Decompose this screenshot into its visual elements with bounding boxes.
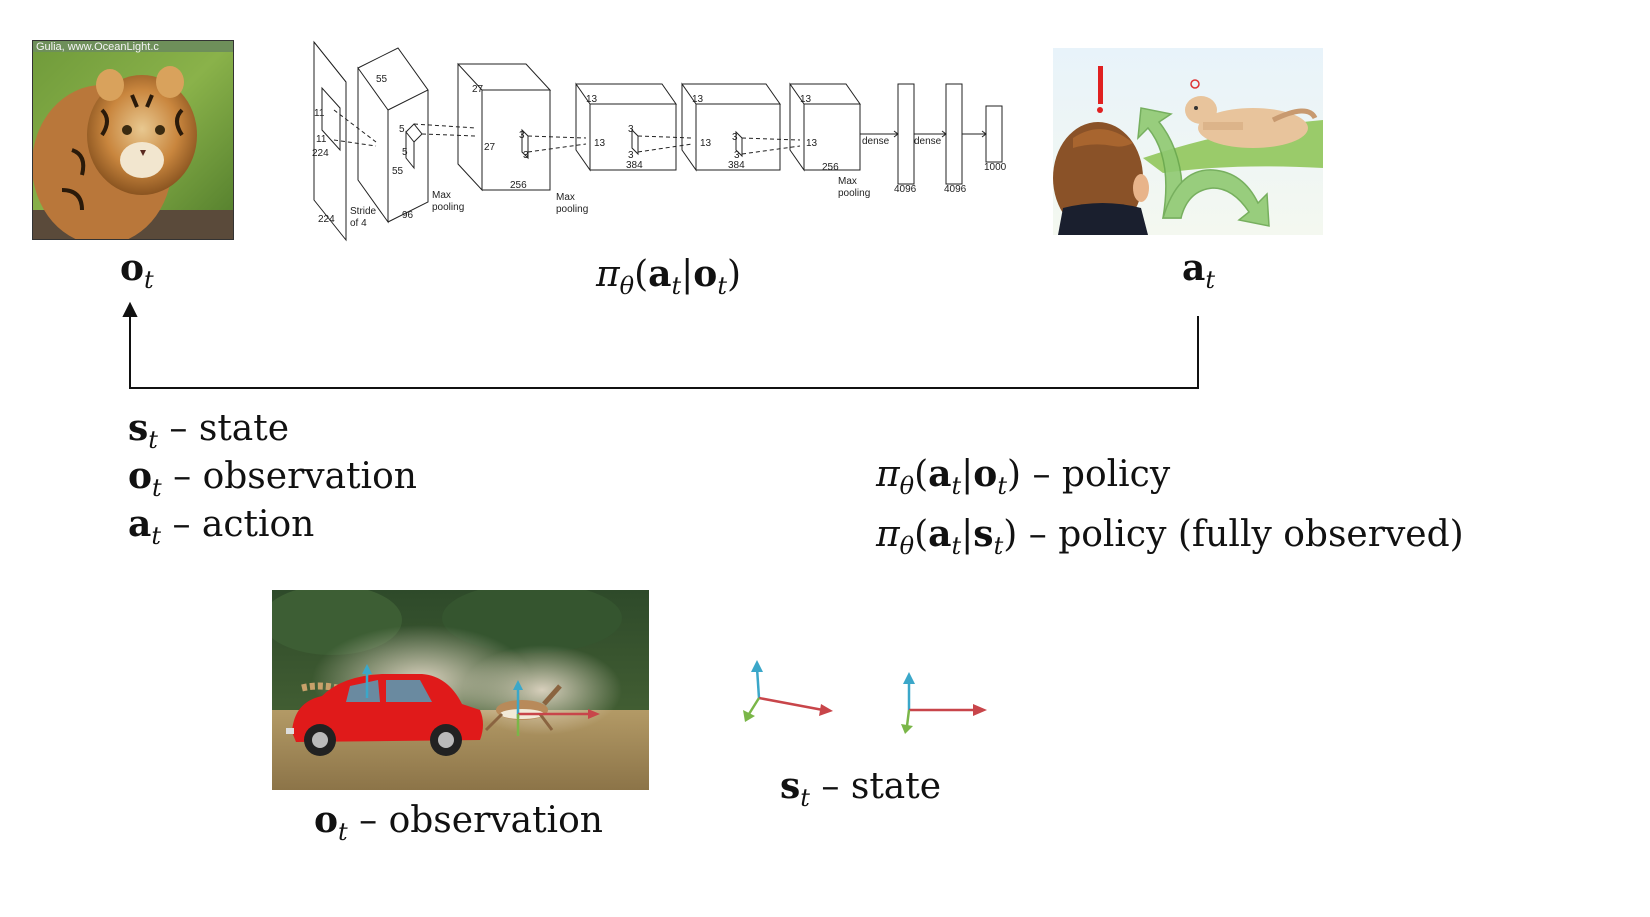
svg-text:Max: Max [556,192,575,203]
svg-text:11: 11 [316,134,327,145]
action-image [1053,48,1323,235]
bottom-observation-caption: ot – observation [314,799,603,846]
svg-text:pooling: pooling [432,202,464,213]
legend-state: st – state [128,407,290,454]
svg-text:4096: 4096 [944,184,967,195]
lion-icon [1185,79,1318,148]
svg-text:96: 96 [402,210,414,221]
svg-text:5: 5 [402,147,408,158]
person-head [1053,122,1149,235]
action-label: at [1182,247,1215,294]
bottom-state-caption: st – state [780,765,942,812]
svg-text:Max: Max [432,190,451,201]
cnn-conv4 [681,82,781,172]
svg-text:13: 13 [586,94,598,105]
svg-text:Stride: Stride [350,206,377,217]
cnn-diagram: 224 224 11 11 55 55 96 5 5 Stride of 4 M… [310,40,1010,250]
svg-text:3: 3 [734,150,740,161]
cnn-conv5 [789,82,861,172]
svg-text:3: 3 [628,150,634,161]
svg-text:3: 3 [628,124,634,135]
svg-text:384: 384 [626,160,643,171]
cnn-conv3 [575,82,677,172]
svg-text:11: 11 [314,108,325,119]
state-axes-tilted [743,660,833,722]
cnn-input-layer [313,40,347,242]
svg-text:224: 224 [318,214,335,225]
svg-text:27: 27 [472,84,484,95]
svg-text:13: 13 [700,138,712,149]
cnn-dashed-links [333,109,801,155]
legend-policy: πθ(at|ot) – policy [876,453,1171,500]
policy-label: πθ(at|ot) [596,253,742,300]
svg-text:27: 27 [484,142,496,153]
feedback-loop-arrow [120,300,1210,392]
legend-observation: ot – observation [128,455,417,502]
svg-text:1000: 1000 [984,162,1007,173]
svg-text:55: 55 [392,166,404,177]
svg-text:55: 55 [376,74,388,85]
observation-label: ot [120,247,154,294]
svg-text:256: 256 [822,162,839,173]
svg-text:224: 224 [312,148,329,159]
cnn-conv2 [457,62,552,192]
svg-text:13: 13 [692,94,704,105]
svg-text:pooling: pooling [838,188,870,199]
svg-text:of 4: of 4 [350,218,367,229]
observation-axes [362,664,600,736]
avoid-arrows-icon [1137,107,1270,227]
svg-text:3: 3 [732,132,738,143]
state-axes-upright [901,672,987,734]
legend-action: at – action [128,503,315,550]
svg-text:13: 13 [800,94,812,105]
svg-text:13: 13 [806,138,818,149]
svg-text:dense: dense [862,136,890,147]
cnn-conv1 [357,47,429,224]
svg-text:pooling: pooling [556,204,588,215]
svg-text:384: 384 [728,160,745,171]
watermark-text: Gulia, www.OceanLight.c [36,41,159,53]
svg-text:5: 5 [399,124,405,135]
svg-text:4096: 4096 [894,184,917,195]
svg-text:3: 3 [523,150,529,161]
svg-text:13: 13 [594,138,606,149]
cnn-dense-layers [860,83,1003,185]
svg-text:dense: dense [914,136,942,147]
red-car-icon [286,674,483,756]
tiger-image: Gulia, www.OceanLight.c [32,40,234,240]
car-chase-image [272,590,649,790]
exclamation-icon [1098,66,1103,104]
state-axes-diagram [735,650,1005,750]
svg-text:Max: Max [838,176,857,187]
cnn-labels: 224 224 11 11 55 55 96 5 5 Stride of 4 M… [312,74,1007,229]
legend-policy-fully-observed: πθ(at|st) – policy (fully observed) [876,513,1464,560]
svg-text:256: 256 [510,180,527,191]
svg-text:3: 3 [519,130,525,141]
